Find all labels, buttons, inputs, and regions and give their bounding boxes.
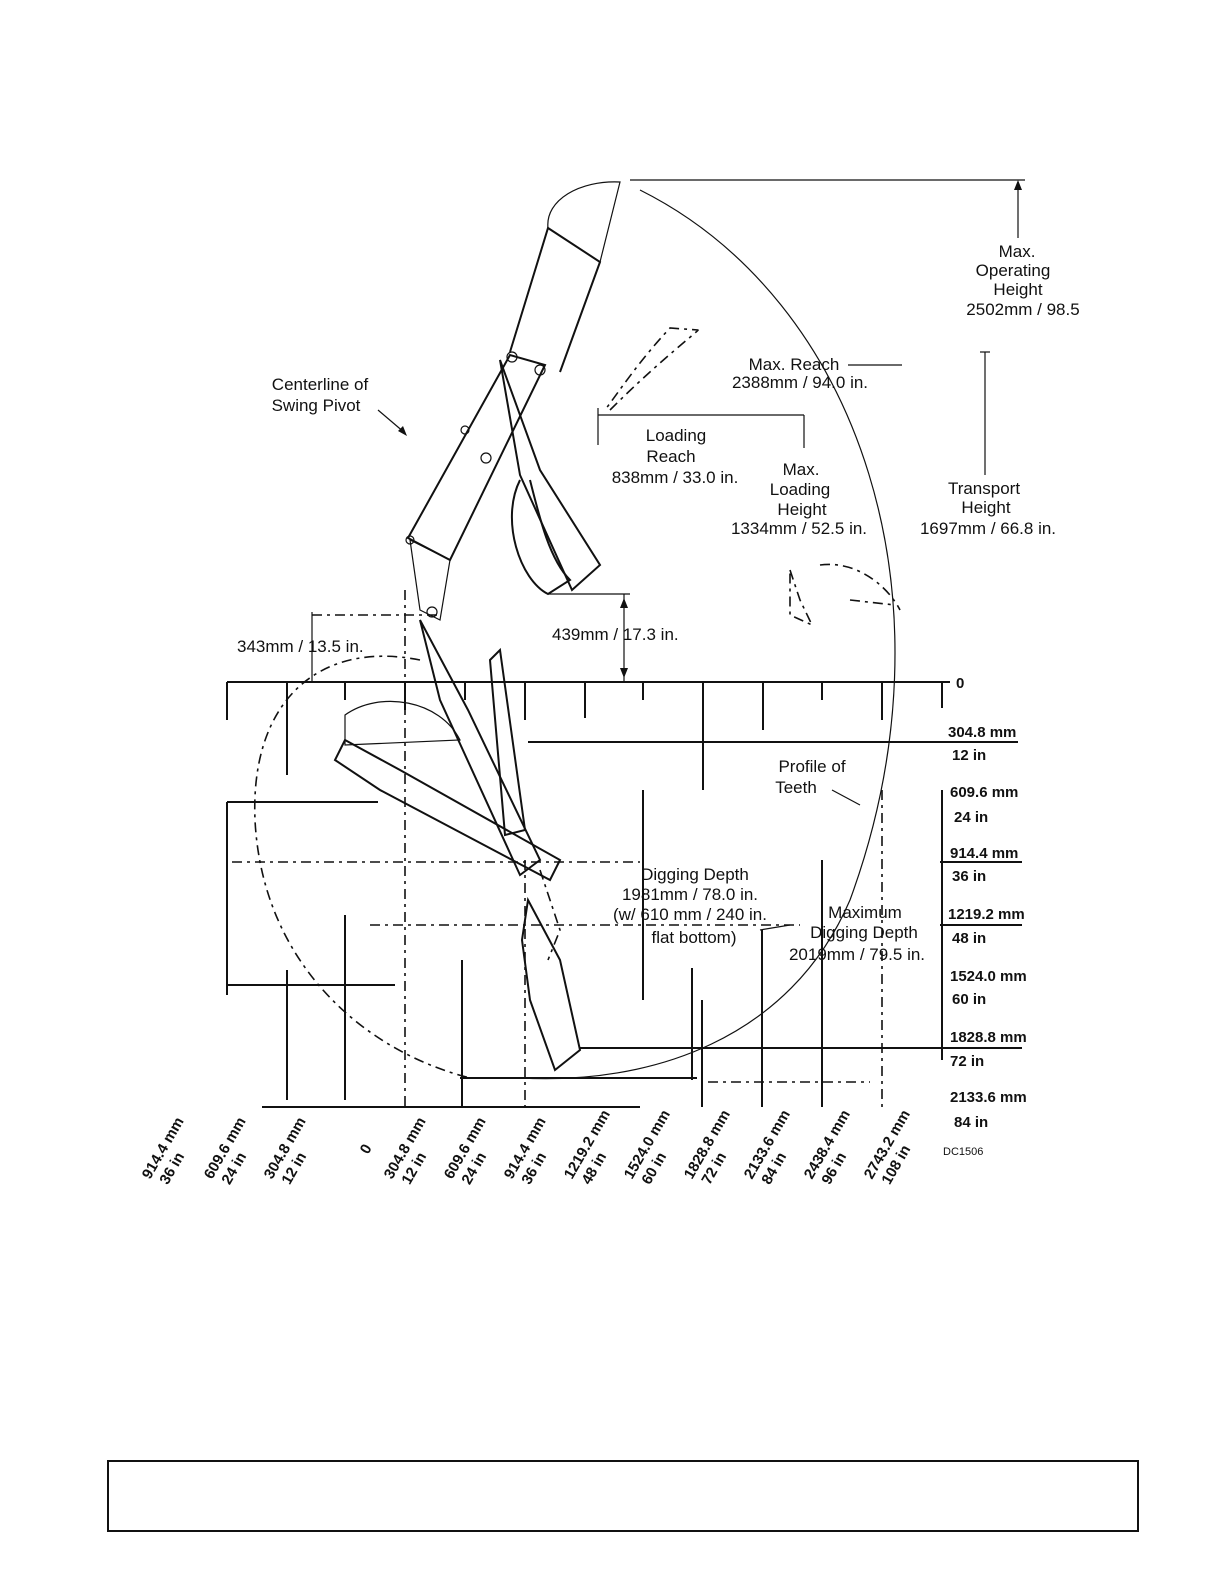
- svg-text:2502mm / 98.5: 2502mm / 98.5: [966, 300, 1079, 319]
- max-loading-height-label: Max. Loading Height 1334mm / 52.5 in.: [731, 460, 867, 538]
- hscale-mark: 0: [357, 1141, 376, 1157]
- backhoe-arm-raised: [405, 181, 699, 621]
- svg-text:Transport: Transport: [948, 479, 1020, 498]
- svg-text:Centerline of: Centerline of: [272, 375, 369, 394]
- svg-text:flat bottom): flat bottom): [651, 928, 736, 947]
- max-operating-height-label: Max. Operating Height 2502mm / 98.5: [966, 242, 1079, 319]
- left-dig-arc: [254, 655, 471, 1079]
- ground-ticks: [226, 682, 943, 790]
- svg-text:1828.8 mm: 1828.8 mm: [950, 1029, 1027, 1046]
- svg-text:Height: Height: [777, 500, 826, 519]
- max-reach-label: Max. Reach 2388mm / 94.0 in.: [732, 355, 868, 392]
- svg-text:1981mm / 78.0 in.: 1981mm / 78.0 in.: [622, 885, 758, 904]
- svg-text:Swing Pivot: Swing Pivot: [272, 396, 361, 415]
- svg-text:Height: Height: [993, 280, 1042, 299]
- svg-text:2133.6 mm: 2133.6 mm: [950, 1089, 1027, 1106]
- digging-depth-label: Digging Depth 1981mm / 78.0 in. (w/ 610 …: [613, 865, 767, 947]
- svg-text:304.8 mm: 304.8 mm: [948, 724, 1016, 741]
- svg-text:Loading: Loading: [770, 480, 831, 499]
- svg-text:Max. Reach: Max. Reach: [749, 355, 840, 374]
- svg-text:1334mm / 52.5 in.: 1334mm / 52.5 in.: [731, 519, 867, 538]
- svg-text:609.6 mm: 609.6 mm: [950, 784, 1018, 801]
- svg-text:838mm / 33.0 in.: 838mm / 33.0 in.: [612, 468, 739, 487]
- depth-scale: 304.8 mm 12 in 609.6 mm 24 in 914.4 mm 36 i…: [948, 724, 1027, 1131]
- svg-text:0: 0: [357, 1141, 376, 1157]
- svg-text:Operating: Operating: [976, 261, 1051, 280]
- arrowhead-icon: [1014, 180, 1022, 190]
- depth-mark: 2133.6 mm 84 in: [950, 1089, 1027, 1131]
- centerline-label: Centerline of Swing Pivot: [272, 375, 369, 415]
- dim-439-label: 439mm / 17.3 in.: [552, 625, 679, 644]
- depth-lines: [227, 741, 1022, 1108]
- svg-text:2388mm / 94.0 in.: 2388mm / 94.0 in.: [732, 373, 868, 392]
- svg-text:914.4 mm: 914.4 mm: [950, 845, 1018, 862]
- depth-mark: 1524.0 mm 60 in: [950, 968, 1027, 1008]
- svg-text:Height: Height: [961, 498, 1010, 517]
- profile-teeth-leader: [831, 789, 861, 806]
- svg-text:Loading: Loading: [646, 426, 707, 445]
- max-digging-depth-label: Maximum Digging Depth 2019mm / 79.5 in.: [789, 903, 925, 964]
- drawing-code: DC1506: [943, 1146, 983, 1158]
- svg-text:Max.: Max.: [783, 460, 820, 479]
- depth-mark: 609.6 mm 24 in: [950, 784, 1018, 826]
- dim-343-label: 343mm / 13.5 in.: [237, 637, 364, 656]
- svg-text:Profile of: Profile of: [778, 757, 845, 776]
- backhoe-arm-lowered: [333, 563, 901, 1072]
- transport-height-label: Transport Height 1697mm / 66.8 in.: [920, 479, 1056, 538]
- depth-zero: 0: [956, 675, 964, 692]
- svg-text:1697mm / 66.8 in.: 1697mm / 66.8 in.: [920, 519, 1056, 538]
- depth-mark: 1219.2 mm 48 in: [948, 906, 1025, 947]
- loading-reach-label: Loading Reach 838mm / 33.0 in.: [612, 426, 739, 487]
- svg-text:72 in: 72 in: [950, 1053, 984, 1070]
- depth-mark: 1828.8 mm 72 in: [950, 1029, 1027, 1070]
- svg-text:Digging Depth: Digging Depth: [810, 923, 918, 942]
- svg-text:(w/ 610 mm / 240 in.: (w/ 610 mm / 240 in.: [613, 905, 767, 924]
- svg-text:Digging Depth: Digging Depth: [641, 865, 749, 884]
- svg-text:60 in: 60 in: [952, 991, 986, 1008]
- arrowhead-icon: [620, 598, 628, 608]
- svg-text:48 in: 48 in: [952, 930, 986, 947]
- footer-box: [107, 1460, 1139, 1532]
- arrowhead-icon: [620, 668, 628, 678]
- svg-text:1219.2 mm: 1219.2 mm: [948, 906, 1025, 923]
- svg-text:Reach: Reach: [646, 447, 695, 466]
- reach-arc: [519, 189, 896, 1080]
- svg-text:1524.0 mm: 1524.0 mm: [950, 968, 1027, 985]
- arrowhead-icon: [398, 426, 407, 436]
- svg-text:2019mm / 79.5 in.: 2019mm / 79.5 in.: [789, 945, 925, 964]
- svg-text:Max.: Max.: [999, 242, 1036, 261]
- digging-depth-leader: [759, 924, 791, 931]
- svg-text:Maximum: Maximum: [828, 903, 902, 922]
- svg-text:84 in: 84 in: [954, 1114, 988, 1131]
- svg-text:36 in: 36 in: [952, 868, 986, 885]
- svg-text:24 in: 24 in: [954, 809, 988, 826]
- vertical-guides: [226, 590, 943, 1107]
- depth-mark: 914.4 mm 36 in: [950, 845, 1018, 885]
- svg-text:Teeth: Teeth: [775, 778, 817, 797]
- depth-mark: 304.8 mm 12 in: [948, 724, 1016, 764]
- profile-teeth-label: Profile of Teeth: [775, 757, 846, 797]
- svg-text:12 in: 12 in: [952, 747, 986, 764]
